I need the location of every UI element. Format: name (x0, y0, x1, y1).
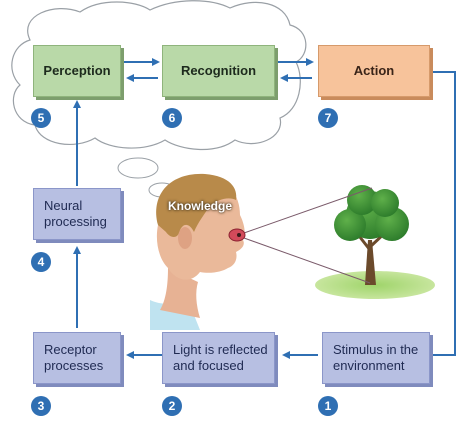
receptor-processes-label: Receptor processes (44, 342, 104, 373)
step-1-badge: 1 (318, 396, 338, 416)
step-3-badge: 3 (31, 396, 51, 416)
stimulus-box: Stimulus in the environment (322, 332, 430, 384)
neural-processing-box: Neural processing (33, 188, 121, 240)
arrow-action-to-stimulus (420, 71, 456, 359)
thought-bubble-large (117, 157, 159, 179)
step-6-badge: 6 (162, 108, 182, 128)
recognition-label: Recognition (180, 63, 257, 78)
receptor-processes-box: Receptor processes (33, 332, 121, 384)
tree-trunk (365, 240, 376, 285)
knowledge-label: Knowledge (168, 199, 233, 213)
step-5-badge: 5 (31, 108, 51, 128)
sight-line-bottom (243, 237, 371, 284)
step-7-badge: 7 (318, 108, 338, 128)
action-box: Action (318, 45, 430, 97)
light-reflected-box: Light is reflected and focused (162, 332, 275, 384)
recognition-box: Recognition (162, 45, 275, 97)
neural-processing-label: Neural processing (44, 198, 107, 229)
perception-label: Perception (43, 63, 111, 78)
step-2-badge: 2 (162, 396, 182, 416)
action-label: Action (353, 63, 395, 78)
step-4-badge: 4 (31, 252, 51, 272)
flow-arrows (73, 58, 456, 359)
light-reflected-label: Light is reflected and focused (173, 342, 268, 373)
tree-foliage (334, 185, 409, 241)
person-head (150, 173, 246, 330)
sight-line-top (243, 187, 373, 234)
stimulus-label: Stimulus in the environment (333, 342, 419, 373)
perception-box: Perception (33, 45, 121, 97)
